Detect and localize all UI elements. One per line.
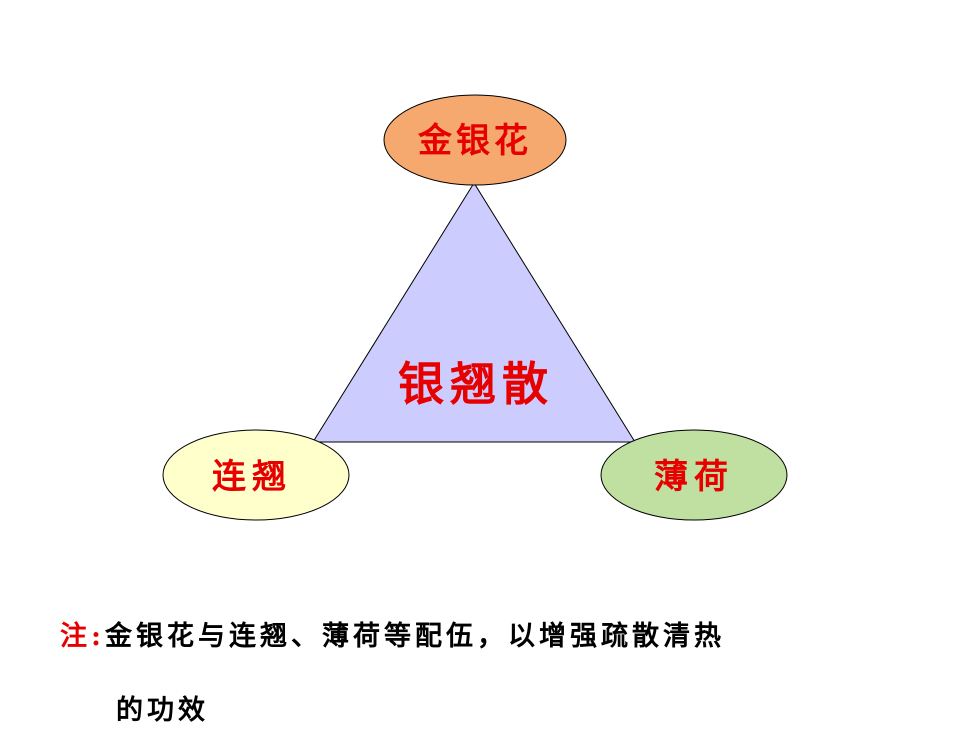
note-text: 注:金银花与连翘、薄荷等配伍，以增强疏散清热 的功效	[60, 600, 880, 748]
herb-node-left	[162, 429, 350, 521]
formula-name: 银翘散	[398, 357, 554, 411]
herb-label-top: 金银花	[417, 121, 532, 161]
note-line-1: 金银花与连翘、薄荷等配伍，以增强疏散清热	[104, 621, 725, 652]
note-prefix: 注:	[60, 621, 105, 652]
herb-label-right: 薄荷	[654, 457, 734, 497]
herb-label-left: 连翘	[212, 457, 292, 497]
formula-triangle	[312, 182, 636, 443]
herb-node-right	[600, 429, 788, 521]
note-line-2: 的功效	[116, 695, 209, 726]
herb-node-top	[383, 94, 567, 186]
